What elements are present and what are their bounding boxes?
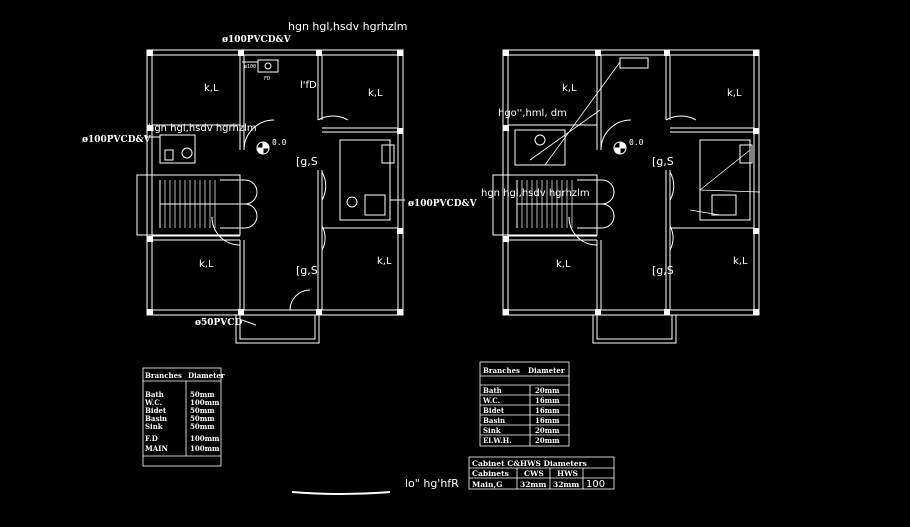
room-label: [g,S — [652, 264, 674, 277]
room-label: k,L — [556, 259, 571, 270]
table-cell: 100mm — [190, 434, 220, 443]
table-header: Diameter — [188, 371, 225, 380]
room-label: k,L — [199, 259, 214, 270]
pipe-label-right: ø100PVCD&V — [408, 199, 478, 209]
room-label: k,L — [733, 256, 748, 267]
table-cell: Basin — [483, 416, 505, 425]
table-cell: F.D — [145, 434, 158, 443]
table-cell: 20mm — [535, 436, 560, 445]
table-cell: 20mm — [535, 426, 560, 435]
level-label: 0.0 — [629, 138, 644, 147]
pipe-label-bottom: ø50PVCD — [195, 318, 242, 328]
cabinet-table-grid — [468, 456, 615, 490]
table-cell: Bath — [145, 390, 164, 399]
tag-fd: FD — [264, 76, 270, 82]
table-header: CWS — [524, 469, 544, 478]
table-cell: 16mm — [535, 406, 560, 415]
table-cell: 100 — [586, 479, 605, 490]
bottom-caption: lo" hg'hfR — [405, 477, 459, 490]
top-title: hgn hgl,hsdv hgrhzlm — [288, 20, 407, 33]
cabinet-table-title: Cabinet C&HWS Diameters — [472, 459, 587, 468]
table-cell: Basin — [145, 414, 167, 423]
table-cell: Sink — [145, 422, 163, 431]
room-label: l'fD — [300, 80, 317, 91]
room-label: k,L — [204, 83, 219, 94]
pipe-label-left: ø100PVCD&V — [82, 135, 152, 145]
left-diameter-table-grid — [142, 367, 222, 467]
table-header: HWS — [557, 469, 578, 478]
table-cell: 50mm — [190, 406, 215, 415]
table-cell: 32mm — [520, 480, 546, 489]
table-header: Branches — [483, 366, 520, 375]
table-cell: 16mm — [535, 396, 560, 405]
table-cell: 50mm — [190, 414, 215, 423]
room-label: [g,S — [652, 155, 674, 168]
table-header: Branches — [145, 371, 182, 380]
table-cell: 20mm — [535, 386, 560, 395]
room-label: [g,S — [296, 264, 318, 277]
left-floor-plan — [136, 49, 405, 344]
table-cell: W.C. — [144, 398, 162, 407]
table-cell: El.W.H. — [483, 436, 512, 445]
room-label: k,L — [368, 88, 383, 99]
room-label: k,L — [562, 83, 577, 94]
room-label: k,L — [377, 256, 392, 267]
right-diameter-table-grid — [479, 361, 570, 447]
table-cell: 50mm — [190, 390, 215, 399]
level-label: 0.0 — [272, 138, 287, 147]
table-cell: Bidet — [483, 406, 505, 415]
left-overlay-label: hgn hgl,hsdv hgrhzlm — [148, 123, 257, 134]
table-cell: 50mm — [190, 422, 215, 431]
table-cell: 16mm — [535, 416, 560, 425]
table-cell: 32mm — [553, 480, 579, 489]
table-cell: Bath — [483, 386, 502, 395]
table-cell: Main,G — [472, 480, 502, 489]
table-cell: 100mm — [190, 398, 220, 407]
table-header: Cabinets — [472, 469, 509, 478]
room-label: [g,S — [296, 155, 318, 168]
table-cell: W.C. — [482, 396, 500, 405]
room-label: k,L — [727, 88, 742, 99]
table-cell: 100mm — [190, 444, 220, 453]
table-header: Diameter — [528, 366, 565, 375]
table-cell: Sink — [483, 426, 501, 435]
right-overlay-label-top: hgo'',hml, dm — [498, 108, 567, 119]
table-cell: MAIN — [145, 444, 168, 453]
tag-100: ø100 — [244, 64, 256, 70]
right-overlay-label-mid: hgn hgl,hsdv hgrhzlm — [481, 188, 590, 199]
pipe-label-top: ø100PVCD&V — [222, 35, 292, 45]
right-floor-plan — [492, 49, 761, 344]
table-cell: Bidet — [145, 406, 167, 415]
